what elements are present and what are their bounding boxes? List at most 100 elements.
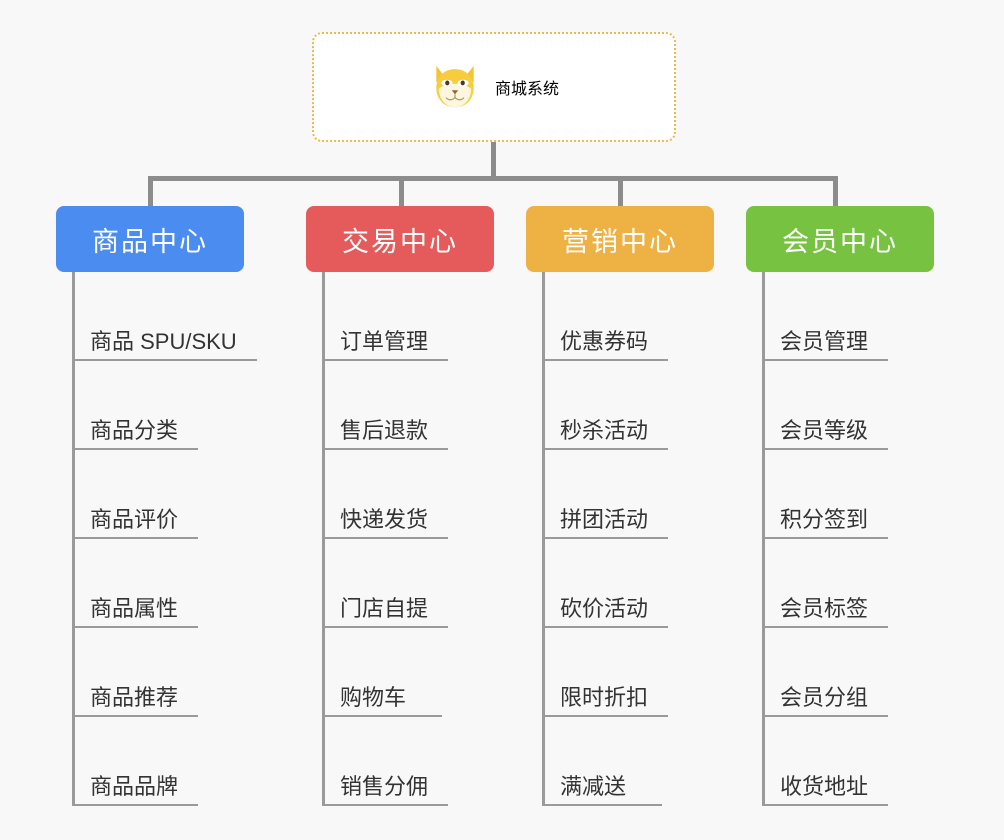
list-item[interactable]: 门店自提 bbox=[306, 539, 494, 628]
category-header-member-center[interactable]: 会员中心 bbox=[746, 206, 934, 272]
leaf-label: 商品分类 bbox=[90, 417, 179, 443]
leaf-label: 砍价活动 bbox=[560, 595, 649, 621]
connector-drop-0 bbox=[148, 176, 153, 206]
leaf-underline bbox=[322, 359, 449, 361]
leaf-label: 会员管理 bbox=[780, 328, 869, 354]
leaf-label: 满减送 bbox=[560, 773, 627, 799]
leaf-label: 限时折扣 bbox=[560, 684, 649, 710]
leaf-underline bbox=[762, 537, 889, 539]
category-header-product-center[interactable]: 商品中心 bbox=[56, 206, 244, 272]
leaf-list: 优惠券码 秒杀活动 拼团活动 砍价活动 限时折扣 bbox=[526, 272, 714, 806]
leaf-label: 快递发货 bbox=[340, 506, 429, 532]
leaf-underline bbox=[542, 537, 669, 539]
leaf-underline bbox=[322, 448, 449, 450]
category-column-trade-center: 交易中心 订单管理 售后退款 快递发货 门店自提 bbox=[306, 206, 494, 806]
leaf-label: 商品推荐 bbox=[90, 684, 179, 710]
category-column-member-center: 会员中心 会员管理 会员等级 积分签到 会员标签 bbox=[746, 206, 934, 806]
leaf-label: 销售分佣 bbox=[340, 773, 429, 799]
shiba-dog-face-icon bbox=[436, 65, 474, 108]
leaf-underline bbox=[72, 715, 199, 717]
connector-drop-3 bbox=[833, 176, 838, 206]
list-item[interactable]: 会员标签 bbox=[746, 539, 934, 628]
list-item[interactable]: 售后退款 bbox=[306, 361, 494, 450]
leaf-label: 门店自提 bbox=[340, 595, 429, 621]
category-header-label: 营销中心 bbox=[562, 226, 678, 257]
connector-root-stem bbox=[491, 142, 496, 179]
list-item[interactable]: 商品品牌 bbox=[56, 717, 244, 806]
category-column-marketing-center: 营销中心 优惠券码 秒杀活动 拼团活动 砍价活动 bbox=[526, 206, 714, 806]
category-header-label: 会员中心 bbox=[782, 226, 898, 257]
list-item[interactable]: 商品分类 bbox=[56, 361, 244, 450]
list-item[interactable]: 商品推荐 bbox=[56, 628, 244, 717]
leaf-label: 会员等级 bbox=[780, 417, 869, 443]
leaf-underline bbox=[322, 804, 449, 806]
leaf-underline bbox=[322, 715, 442, 717]
list-item[interactable]: 商品评价 bbox=[56, 450, 244, 539]
list-item[interactable]: 订单管理 bbox=[306, 272, 494, 361]
leaf-underline bbox=[542, 359, 669, 361]
leaf-underline bbox=[72, 537, 199, 539]
list-item[interactable]: 会员管理 bbox=[746, 272, 934, 361]
root-title: 商城系统 bbox=[494, 81, 559, 98]
list-item[interactable]: 砍价活动 bbox=[526, 539, 714, 628]
list-item[interactable]: 秒杀活动 bbox=[526, 361, 714, 450]
list-item[interactable]: 收货地址 bbox=[746, 717, 934, 806]
branch-spine-wrap: 商品 SPU/SKU 商品分类 商品评价 商品属性 商品推荐 bbox=[56, 272, 257, 806]
category-column-product-center: 商品中心 商品 SPU/SKU 商品分类 商品评价 商品属性 bbox=[56, 206, 257, 806]
branch-spine bbox=[322, 272, 325, 806]
leaf-underline bbox=[322, 537, 449, 539]
leaf-underline bbox=[72, 359, 257, 361]
leaf-label: 优惠券码 bbox=[560, 328, 649, 354]
connector-drop-2 bbox=[618, 176, 623, 206]
connector-horizontal-bus bbox=[148, 176, 838, 181]
leaf-underline bbox=[762, 804, 889, 806]
list-item[interactable]: 快递发货 bbox=[306, 450, 494, 539]
leaf-label: 售后退款 bbox=[340, 417, 429, 443]
leaf-list: 会员管理 会员等级 积分签到 会员标签 会员分组 bbox=[746, 272, 934, 806]
leaf-list: 商品 SPU/SKU 商品分类 商品评价 商品属性 商品推荐 bbox=[56, 272, 257, 806]
list-item[interactable]: 会员分组 bbox=[746, 628, 934, 717]
branch-spine bbox=[762, 272, 765, 806]
list-item[interactable]: 拼团活动 bbox=[526, 450, 714, 539]
list-item[interactable]: 商品属性 bbox=[56, 539, 244, 628]
leaf-label: 会员分组 bbox=[780, 684, 869, 710]
list-item[interactable]: 销售分佣 bbox=[306, 717, 494, 806]
leaf-underline bbox=[322, 626, 449, 628]
leaf-underline bbox=[72, 804, 199, 806]
leaf-underline bbox=[762, 448, 889, 450]
branch-spine bbox=[72, 272, 75, 806]
leaf-label: 商品评价 bbox=[90, 506, 179, 532]
leaf-label: 购物车 bbox=[340, 684, 407, 710]
category-header-marketing-center[interactable]: 营销中心 bbox=[526, 206, 714, 272]
leaf-underline bbox=[762, 359, 889, 361]
leaf-label: 秒杀活动 bbox=[560, 417, 649, 443]
leaf-underline bbox=[72, 448, 199, 450]
leaf-label: 拼团活动 bbox=[560, 506, 649, 532]
leaf-underline bbox=[542, 448, 669, 450]
category-header-label: 交易中心 bbox=[342, 226, 458, 257]
root-node-shop-system[interactable]: 商城系统 bbox=[312, 32, 676, 142]
leaf-label: 订单管理 bbox=[340, 328, 429, 354]
list-item[interactable]: 满减送 bbox=[526, 717, 714, 806]
leaf-label: 商品品牌 bbox=[90, 773, 179, 799]
list-item[interactable]: 限时折扣 bbox=[526, 628, 714, 717]
category-header-trade-center[interactable]: 交易中心 bbox=[306, 206, 494, 272]
category-header-label: 商品中心 bbox=[92, 226, 208, 257]
leaf-label: 商品属性 bbox=[90, 595, 179, 621]
leaf-underline bbox=[762, 626, 889, 628]
leaf-underline bbox=[542, 804, 662, 806]
leaf-label: 积分签到 bbox=[780, 506, 869, 532]
branch-spine bbox=[542, 272, 545, 806]
leaf-label: 会员标签 bbox=[780, 595, 869, 621]
list-item[interactable]: 会员等级 bbox=[746, 361, 934, 450]
list-item[interactable]: 购物车 bbox=[306, 628, 494, 717]
leaf-underline bbox=[542, 626, 669, 628]
leaf-underline bbox=[762, 715, 889, 717]
list-item[interactable]: 积分签到 bbox=[746, 450, 934, 539]
leaf-list: 订单管理 售后退款 快递发货 门店自提 购物车 bbox=[306, 272, 494, 806]
list-item[interactable]: 优惠券码 bbox=[526, 272, 714, 361]
list-item[interactable]: 商品 SPU/SKU bbox=[56, 272, 257, 361]
branch-spine-wrap: 优惠券码 秒杀活动 拼团活动 砍价活动 限时折扣 bbox=[526, 272, 714, 806]
leaf-label: 商品 SPU/SKU bbox=[90, 328, 237, 354]
